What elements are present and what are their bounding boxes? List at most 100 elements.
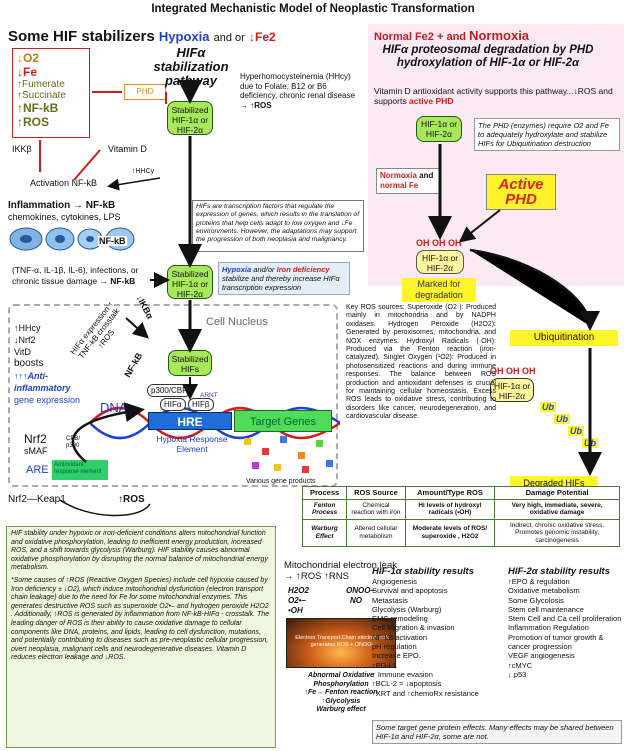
inflammation-line: Inflammation → NF-kB bbox=[8, 200, 116, 211]
stabilizer-succinate: ↑Succinate bbox=[17, 90, 66, 101]
hif-right: HIF-1α or HIF-2α bbox=[416, 116, 462, 142]
list-item: Stem Cell and Ca cell proliferation bbox=[508, 614, 622, 624]
left-header-and-or: and or bbox=[213, 32, 245, 44]
hifb-label: HIFβ bbox=[188, 398, 214, 411]
bottom-note: HIF stability under hypoxic or iron-defi… bbox=[6, 526, 276, 748]
hif-ub-pill: HIF-1α or HIF-2α bbox=[490, 378, 534, 402]
mito-image-caption: Electron Transport Chain electron leak g… bbox=[295, 635, 389, 648]
table-row: Fenton Process Chemical reaction with ir… bbox=[301, 498, 620, 520]
process-table: Process ROS Source Amount/Type ROS Damag… bbox=[301, 486, 620, 547]
nrf2-label: Nrf2 bbox=[24, 432, 47, 446]
stabilizer-fumerate: ↑Fumerate bbox=[17, 79, 65, 90]
stabilizer-nfkb: ↑NF-kB bbox=[17, 101, 59, 115]
list-item: Inflammation Regulation bbox=[508, 623, 589, 633]
ub-tag-4: Ub bbox=[582, 438, 598, 448]
list-item: Angiogenesis bbox=[372, 577, 418, 586]
ros-sources-note: Key ROS sources: Superoxide (O2·): Produ… bbox=[346, 304, 496, 421]
phd-note: The PHD (enzymes) require O2 and Fe to a… bbox=[474, 118, 620, 151]
hif1-results: HIF-1α stability results Angiogenesis Su… bbox=[372, 566, 498, 698]
list-item: ↑BCL-2 = ↓apoptosis bbox=[372, 679, 442, 689]
mito-title: Mitochondrial electron leak → ↑ROS ↑RNS bbox=[284, 560, 398, 582]
hifa-label: HIFα bbox=[160, 398, 186, 411]
table-header: ROS Source bbox=[346, 486, 406, 500]
list-item: NF-kB activation bbox=[372, 632, 428, 642]
stabilizer-fe: ↓Fe bbox=[17, 65, 38, 79]
left-nucleus-text: ↑HHcy ↓Nrf2 VitD boosts ↑↑↑Anti- inflamm… bbox=[14, 323, 81, 405]
stabilized-hif-1: Stabilized HIF-1α or HIF-2α bbox=[167, 101, 213, 135]
gene-products-label: Various gene products bbox=[246, 478, 316, 485]
list-item: ↓ p53 bbox=[508, 669, 527, 679]
are-label: ARE bbox=[26, 464, 49, 476]
mito-o2: O2•– bbox=[288, 596, 306, 605]
marked-degradation: Marked for degradation bbox=[402, 278, 476, 302]
oh-label: OH OH OH bbox=[416, 238, 462, 248]
hif-oh-pill: HIF-1α or HIF-2α bbox=[416, 250, 464, 274]
mito-onoo: ONOO– bbox=[346, 586, 375, 595]
right-header: Normal Fe2 + and Normoxia bbox=[374, 28, 530, 43]
left-header-fe2: ↓Fe2 bbox=[249, 30, 276, 44]
target-genes-box: Target Genes bbox=[234, 410, 332, 432]
stabilized-hif-2: Stabilized HIF-1α or HIF-2α bbox=[167, 265, 213, 299]
vitd-support: Vitamin D antioxidant activity supports … bbox=[374, 86, 613, 106]
hyperhomocysteinemia-text: Hyperhomocysteinemia (HHcy) due to Folat… bbox=[240, 72, 356, 110]
list-item: Some Glycolosis bbox=[508, 595, 564, 605]
list-item: Increase EPO. bbox=[372, 651, 421, 661]
hif-info-note: HIFs are transcription factors that regu… bbox=[192, 200, 364, 252]
hre-box: HRE bbox=[148, 412, 232, 430]
mito-no: NO bbox=[350, 596, 362, 605]
cytokines-line: chemokines, cytokines, LPS bbox=[8, 212, 121, 222]
list-item: ↑cMYC bbox=[508, 660, 533, 670]
activation-nfkb: Activation NF-kB bbox=[30, 178, 98, 188]
mito-oh: •OH bbox=[288, 606, 303, 615]
stabilizer-o2: ↓O2 bbox=[17, 51, 40, 65]
pathway-title: HIFα stabilization pathway bbox=[153, 45, 229, 88]
hhcy-up-label: ↑HHCy bbox=[132, 168, 155, 175]
list-item: Promotion of tumor growth & cancer progr… bbox=[508, 632, 604, 652]
table-header: Process bbox=[301, 486, 348, 500]
hre-label: Hypoxia Response Element bbox=[156, 434, 228, 454]
list-item: ↑EPO & regulation bbox=[508, 577, 570, 586]
degradation-panel bbox=[368, 24, 624, 286]
arnt-label: ARNT bbox=[200, 392, 218, 399]
stabilized-hifs: Stabilized HIFs bbox=[168, 350, 212, 376]
stabilizers-list: ↓O2 ↓Fe ↑Fumerate ↑Succinate ↑NF-kB ↑ROS bbox=[12, 48, 90, 138]
mito-image: Electron Transport Chain electron leak g… bbox=[286, 618, 396, 668]
stabilizer-ros: ↑ROS bbox=[17, 115, 50, 129]
cell-nucleus-label: Cell Nucleus bbox=[206, 316, 268, 328]
nfkb-cell-label: NF-kB bbox=[98, 236, 127, 246]
dna-label: DNA bbox=[100, 400, 128, 415]
list-item: Survival and apoptosis bbox=[372, 586, 448, 596]
ub-tag-1: Ub bbox=[540, 402, 556, 412]
list-item: EMC remodeling bbox=[372, 614, 428, 624]
oh-label-2: OH OH OH bbox=[490, 366, 536, 376]
left-header: Some HIF stabilizers Hypoxia and or ↓Fe2 bbox=[8, 28, 276, 45]
cell-nucleus-region bbox=[8, 304, 338, 487]
tnf-text: (TNF-α, IL-1β, IL-6), infections, or chr… bbox=[12, 265, 139, 286]
degradation-title: HIFα proteosomal degradation by PHD hydr… bbox=[382, 44, 594, 69]
list-item: ↑XRT and ↑chemoRx resistance bbox=[372, 688, 479, 698]
active-phd: Active PHD bbox=[486, 174, 556, 210]
ikkb-label: IKKβ bbox=[12, 144, 32, 154]
gene-products-graphic bbox=[244, 436, 333, 473]
ub-tag-2: Ub bbox=[554, 414, 570, 424]
smaf-label: sMAF bbox=[24, 446, 48, 456]
table-row: Warburg Effect Altered cellular metaboli… bbox=[301, 518, 620, 547]
list-item: Stem cell maintenance bbox=[508, 604, 584, 614]
shared-note: Some target gene protein effects. Many e… bbox=[372, 720, 622, 744]
nrf2-complex: Nrf2 sMAF CPB/ p300 ARE Antioxidant resp… bbox=[10, 432, 110, 482]
mito-effects: Abnormal Oxidative Phosphorylation ↑Fe→ … bbox=[304, 672, 378, 713]
p300-label: p300/CBP bbox=[147, 384, 192, 397]
ub-tag-3: Ub bbox=[568, 426, 584, 436]
list-item: ↑ Immune evasion bbox=[372, 669, 433, 679]
antioxidant-box: Antioxidant response element bbox=[52, 460, 108, 480]
page-title: Integrated Mechanistic Model of Neoplast… bbox=[151, 3, 475, 15]
hif2-results: HIF-2α stability results ↑EPO & regulati… bbox=[508, 566, 622, 679]
normoxia-box: Normoxia and normal Fe bbox=[376, 168, 440, 194]
list-item: Oxidative metabolism bbox=[508, 586, 580, 596]
table-header: Damage Potential bbox=[494, 486, 620, 500]
vitamin-d-label: Vitamin D bbox=[108, 144, 147, 154]
list-item: pH regulation bbox=[372, 642, 417, 652]
list-item: VEGF angiogenesis bbox=[508, 651, 575, 661]
list-item: Metastasis bbox=[372, 595, 408, 605]
left-header-hypoxia: Hypoxia bbox=[158, 29, 210, 44]
